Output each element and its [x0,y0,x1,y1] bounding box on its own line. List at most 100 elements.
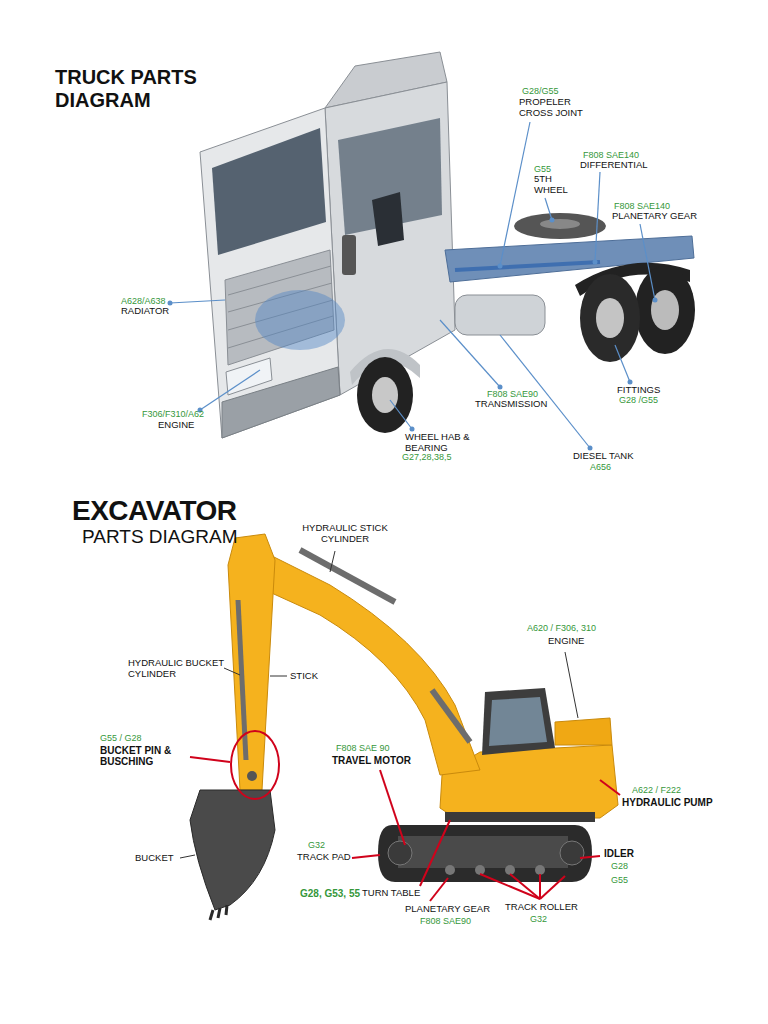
excavator-illustration-part [388,841,412,865]
lubricant-code: G32 [308,840,325,850]
truck-illustration [200,52,695,438]
excavator-red-leaders-part [352,855,380,858]
truck-leader-lines-part [640,224,655,300]
truck-illustration-part [455,295,545,335]
truck-leader-lines-part [615,345,630,382]
lubricant-code: F306/F310/A62 [142,409,204,419]
truck-illustration-part [228,266,331,295]
excavator-illustration-part [228,534,275,790]
lubricant-code: G55 [534,164,551,174]
excavator-red-leaders-part [480,874,540,899]
part-name: PROPELER CROSS JOINT [519,97,591,118]
lubricant-code: G55 / G28 [100,733,142,743]
excavator-red-leaders-part [540,876,565,899]
excavator-illustration-part [300,550,395,602]
part-name: TRACK PAD [297,852,351,863]
lubricant-code: F808 SAE140 [583,150,639,160]
truck-leader-lines-part [595,172,600,262]
excavator-red-leaders-part [539,874,541,899]
excavator-illustration-part [378,825,592,882]
lubricant-code: G32 [530,914,547,924]
part-name: TRACK ROLLER [505,902,578,913]
excavator-illustration-part [231,731,279,799]
excavator-leader-lines [180,551,578,858]
truck-illustration-part [255,290,345,350]
part-name: STICK [290,671,318,682]
excavator-leader-lines-part [270,676,287,677]
truck-illustration-part [372,377,398,413]
diagram-title: TRUCK PARTS DIAGRAM [55,66,205,112]
truck-leader-dots-part [498,264,503,269]
part-name: HYDRAULIC BUCKET CYLINDER [128,658,228,679]
section-heading: EXCAVATOR [72,497,237,525]
truck-illustration-part [222,367,340,438]
part-name: ENGINE [548,636,584,647]
excavator-leader-lines-part [565,652,578,718]
truck-illustration-part [212,128,326,255]
part-name: FITTINGS [617,385,660,396]
part-name: ENGINE [158,420,194,431]
part-name: TRAVEL MOTOR [332,755,411,766]
excavator-red-leaders-part [600,780,620,795]
excavator-illustration [190,534,618,920]
truck-illustration-part [325,82,455,395]
lubricant-code: F808 SAE90 [420,916,471,926]
lubricant-code: F808 SAE 90 [336,743,390,753]
excavator-illustration-part [445,812,595,822]
part-name: 5TH WHEEL [534,174,570,195]
lubricant-code: F808 SAE90 [487,389,538,399]
truck-leader-lines-part [390,400,412,429]
excavator-illustration-part [445,865,455,875]
part-name: DIESEL TANK [573,451,634,462]
part-name: WHEEL HAB & BEARING [405,432,483,453]
truck-leader-dots-part [588,446,593,451]
truck-leader-lines-part [200,370,260,410]
excavator-illustration-part [482,688,555,755]
excavator-illustration-part [535,865,545,875]
truck-leader-dots-part [410,427,415,432]
part-name: PLANETARY GEAR [612,211,697,222]
part-name: BUCKET PIN & BUSCHING [100,745,188,767]
truck-leader-dots-part [628,380,633,385]
truck-leader-dots-part [653,298,658,303]
part-name: HYDRAULIC STICK CYLINDER [300,523,390,544]
part-name: BUCKET [135,853,174,864]
lubricant-code: A628/A638 [121,296,166,306]
truck-illustration-part [357,357,413,433]
truck-illustration-part [596,298,624,338]
lubricant-code: A656 [590,462,611,472]
excavator-red-leaders-part [580,856,600,858]
part-name: RADIATOR [121,306,169,317]
truck-leader-lines [170,122,655,448]
excavator-red-leaders-part [190,757,230,762]
excavator-illustration-part [398,836,568,868]
excavator-illustration-part [210,905,227,920]
truck-leader-dots [168,218,658,451]
truck-leader-dots-part [550,218,555,223]
lubricant-code: F808 SAE140 [614,201,670,211]
excavator-illustration-part [190,790,275,910]
section-heading: PARTS DIAGRAM [82,527,238,546]
part-name: PLANETARY GEAR [405,904,490,915]
part-name: TRANSMISSION [475,399,547,410]
truck-illustration-part [540,219,580,229]
excavator-red-leaders-part [510,874,540,899]
truck-leader-lines-part [500,122,530,266]
truck-illustration-part [580,274,640,362]
excavator-illustration-part [560,841,584,865]
excavator-leader-lines-part [224,668,240,675]
part-name: IDLER [604,848,634,859]
excavator-illustration-part [489,697,547,746]
truck-leader-lines-part [440,320,500,387]
lubricant-code: G28, G53, 55 [300,888,360,899]
excavator-red-leaders [190,757,620,901]
lubricant-code: G28 [611,861,628,871]
truck-leader-lines-part [170,300,225,303]
truck-illustration-part [200,108,340,438]
excavator-leader-lines-part [330,551,335,572]
truck-illustration-part [455,262,600,270]
excavator-red-leaders-part [380,770,405,845]
truck-illustration-part [651,290,679,330]
truck-illustration-part [514,213,606,239]
truck-illustration-part [635,266,695,354]
